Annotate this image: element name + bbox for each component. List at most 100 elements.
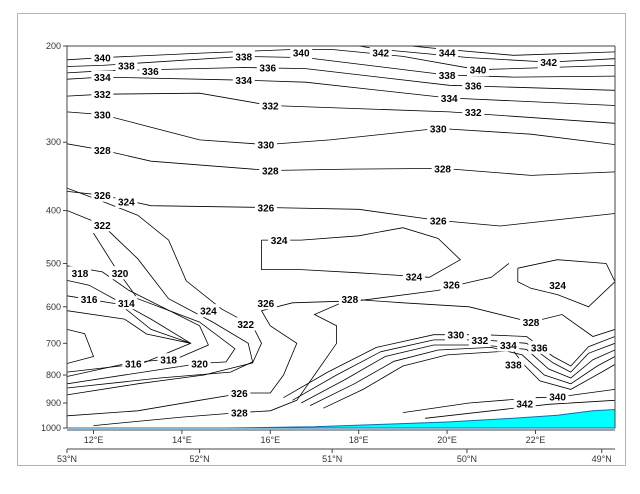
contour-label: 324 [118, 197, 135, 208]
contour-label-bg [427, 121, 450, 135]
contour-label-bg [259, 164, 282, 178]
y-tick-label: 500 [46, 258, 61, 268]
contour-label: 324 [406, 272, 423, 283]
contour-label: 314 [118, 299, 135, 310]
contour-line-332 [67, 92, 615, 124]
contour-label-bg [468, 333, 491, 347]
contour-label-bg [444, 328, 467, 342]
contour-label: 336 [531, 343, 548, 354]
contour-label-bg [436, 68, 459, 82]
contour-label: 330 [94, 111, 111, 122]
contour-label-bg [290, 46, 313, 59]
contour-label: 330 [258, 141, 275, 152]
contour-label-bg [431, 161, 454, 175]
contour-label-bg [91, 143, 114, 157]
contour-line-330 [283, 334, 615, 399]
x-tick-label: 18°E [349, 435, 369, 445]
figure-frame [17, 13, 626, 466]
contour-label-bg [467, 63, 489, 77]
contour-line-324 [517, 259, 615, 308]
contour-label: 338 [235, 52, 252, 63]
lat-tick-label: 50°N [457, 454, 477, 464]
contour-label-bg [91, 188, 114, 202]
contour-label-bg [254, 296, 277, 310]
contour-label: 326 [258, 204, 275, 215]
contour-line-338 [323, 350, 615, 409]
contour-label: 334 [94, 73, 111, 84]
contour-label-bg [462, 105, 485, 119]
lat-tick-label: 51°N [322, 454, 342, 464]
contour-label-bg [91, 70, 114, 84]
y-tick-label: 400 [46, 206, 61, 216]
contour-label: 328 [434, 164, 451, 175]
contour-line-330 [67, 111, 615, 146]
contour-label: 324 [200, 307, 217, 318]
contour-label: 340 [549, 392, 566, 403]
x-tick-label: 12°E [84, 435, 104, 445]
contour-label-bg [537, 55, 560, 69]
contour-label: 334 [235, 76, 252, 87]
contour-label: 320 [191, 359, 208, 370]
contour-label: 338 [118, 61, 135, 72]
contour-line-340 [67, 49, 615, 71]
contour-label: 316 [125, 359, 142, 370]
y-tick-label: 900 [46, 398, 61, 408]
contour-label: 332 [94, 90, 111, 101]
contour-line-334 [67, 76, 615, 106]
contour-label-bg [91, 51, 114, 65]
contour-label-bg [436, 46, 459, 59]
contour-label-bg [462, 78, 485, 92]
contour-label-bg [254, 138, 277, 152]
contour-label: 324 [549, 281, 566, 292]
contour-label-bg [115, 194, 138, 208]
contour-label-bg [109, 266, 132, 280]
lat-tick-label: 49°N [592, 454, 612, 464]
contour-line-324 [261, 227, 461, 278]
contour-label: 334 [441, 94, 458, 105]
contour-label-bg [78, 292, 101, 306]
contour-label-bg [115, 296, 138, 310]
contour-label: 342 [372, 49, 389, 60]
contour-label: 332 [465, 108, 482, 119]
contour-label: 334 [500, 341, 517, 352]
contour-label-bg [91, 108, 114, 122]
contour-label-bg [234, 317, 257, 331]
contour-label: 326 [94, 191, 111, 202]
contour-label-bg [497, 338, 520, 352]
contour-label: 326 [430, 216, 447, 227]
contour-label-bg [232, 73, 255, 87]
contour-label: 330 [448, 331, 465, 342]
contour-label: 328 [523, 318, 540, 329]
contour-label-bg [259, 99, 282, 113]
contour-line-326 [67, 191, 615, 227]
contour-label: 330 [430, 124, 447, 135]
contour-label-bg [139, 64, 162, 78]
contour-label-bg [268, 233, 291, 247]
contour-label: 328 [231, 409, 248, 420]
contour-label: 326 [231, 389, 248, 400]
contour-label-bg [402, 269, 425, 283]
contour-label: 316 [81, 295, 98, 306]
contour-label: 332 [262, 102, 279, 113]
contour-label: 322 [94, 221, 111, 232]
contour-label-bg [188, 356, 211, 370]
contour-label: 328 [94, 146, 111, 157]
contour-label-bg [546, 278, 569, 292]
contour-label-bg [438, 91, 461, 105]
y-tick-label: 200 [46, 41, 61, 51]
lat-tick-label: 53°N [57, 454, 77, 464]
lat-tick-label: 52°N [190, 454, 210, 464]
contour-label: 318 [72, 269, 89, 280]
contour-label: 336 [259, 64, 276, 75]
contour-line-328 [67, 143, 615, 176]
y-tick-label: 1000 [41, 423, 61, 433]
contour-label: 320 [112, 269, 129, 280]
y-tick-label: 600 [46, 302, 61, 312]
contour-label-bg [338, 292, 361, 306]
contour-label: 338 [439, 71, 456, 82]
contour-label-bg [254, 201, 277, 215]
contour-label-bg [520, 315, 543, 329]
contour-line-322 [67, 210, 254, 389]
contour-label-bg [228, 406, 251, 420]
